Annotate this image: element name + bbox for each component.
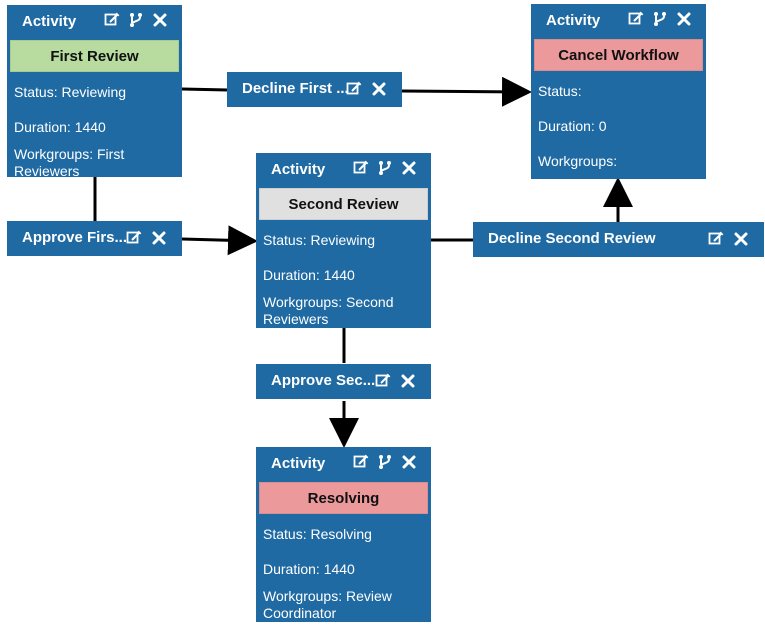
transition-label: Decline First ...	[242, 80, 349, 97]
branch-icon[interactable]	[652, 11, 668, 27]
branch-icon[interactable]	[128, 12, 144, 28]
close-icon[interactable]	[401, 160, 417, 176]
activity-card-actions	[104, 12, 168, 28]
edit-icon[interactable]	[628, 11, 644, 27]
activity-card-second-review[interactable]: Activity	[256, 153, 431, 328]
close-icon[interactable]	[371, 81, 387, 97]
activity-card-cancel-workflow[interactable]: Activity	[531, 4, 706, 179]
branch-icon[interactable]	[377, 160, 393, 176]
connector-decline-first-to-cancel-workflow	[401, 76, 532, 107]
edit-icon[interactable]	[346, 81, 362, 97]
activity-name-banner: Resolving	[259, 482, 428, 514]
edit-icon[interactable]	[375, 373, 391, 389]
activity-workgroups: Workgroups: First Reviewers	[14, 146, 125, 179]
transition-label: Approve Sec...	[271, 372, 376, 389]
transition-approve-second[interactable]: Approve Sec...	[256, 364, 431, 399]
activity-workgroups: Workgroups:	[538, 153, 618, 169]
transition-actions	[126, 230, 167, 246]
close-icon[interactable]	[676, 11, 692, 27]
transition-actions	[375, 373, 416, 389]
activity-card-title: Activity	[271, 161, 326, 178]
activity-card-first-review[interactable]: Activity	[7, 5, 182, 179]
activity-card-actions	[628, 11, 692, 27]
transition-actions	[346, 81, 387, 97]
transition-label: Decline Second Review	[488, 230, 656, 247]
edit-icon[interactable]	[104, 12, 120, 28]
activity-status: Status: Resolving	[263, 526, 372, 542]
activity-duration: Duration: 1440	[263, 561, 355, 577]
transition-decline-second[interactable]: Decline Second Review	[473, 222, 764, 257]
activity-status: Status:	[538, 83, 582, 99]
close-icon[interactable]	[151, 230, 167, 246]
connector-first-review-to-decline-first	[181, 87, 229, 92]
transition-approve-first[interactable]: Approve Firs...	[7, 221, 182, 256]
activity-duration: Duration: 1440	[14, 119, 106, 135]
activity-name-banner: Second Review	[259, 188, 428, 220]
transition-label: Approve Firs...	[22, 229, 128, 246]
activity-card-header: Activity	[531, 4, 706, 36]
transition-decline-first[interactable]: Decline First ...	[227, 72, 402, 107]
activity-duration: Duration: 0	[538, 118, 607, 134]
activity-workgroups: Workgroups: Second Reviewers	[263, 294, 394, 327]
activity-card-actions	[353, 454, 417, 470]
branch-icon[interactable]	[377, 454, 393, 470]
transition-actions	[708, 231, 749, 247]
close-icon[interactable]	[400, 373, 416, 389]
close-icon[interactable]	[401, 454, 417, 470]
connector-approve-first-to-second-review	[181, 225, 258, 256]
activity-status: Status: Reviewing	[263, 232, 376, 248]
activity-name-banner: First Review	[10, 40, 179, 72]
edit-icon[interactable]	[353, 454, 369, 470]
activity-name-banner: Cancel Workflow	[534, 39, 703, 71]
activity-card-title: Activity	[546, 12, 601, 29]
edit-icon[interactable]	[126, 230, 142, 246]
activity-card-title: Activity	[22, 13, 77, 30]
activity-card-title: Activity	[271, 455, 326, 472]
activity-status: Status: Reviewing	[14, 84, 127, 100]
activity-card-resolving[interactable]: Activity	[256, 447, 431, 622]
activity-duration: Duration: 1440	[263, 267, 355, 283]
activity-card-actions	[353, 160, 417, 176]
edit-icon[interactable]	[708, 231, 724, 247]
activity-workgroups: Workgroups: Review Coordinator	[263, 588, 392, 621]
close-icon[interactable]	[733, 231, 749, 247]
close-icon[interactable]	[152, 12, 168, 28]
activity-card-header: Activity	[7, 5, 182, 37]
edit-icon[interactable]	[353, 160, 369, 176]
activity-card-header: Activity	[256, 447, 431, 479]
activity-card-header: Activity	[256, 153, 431, 185]
